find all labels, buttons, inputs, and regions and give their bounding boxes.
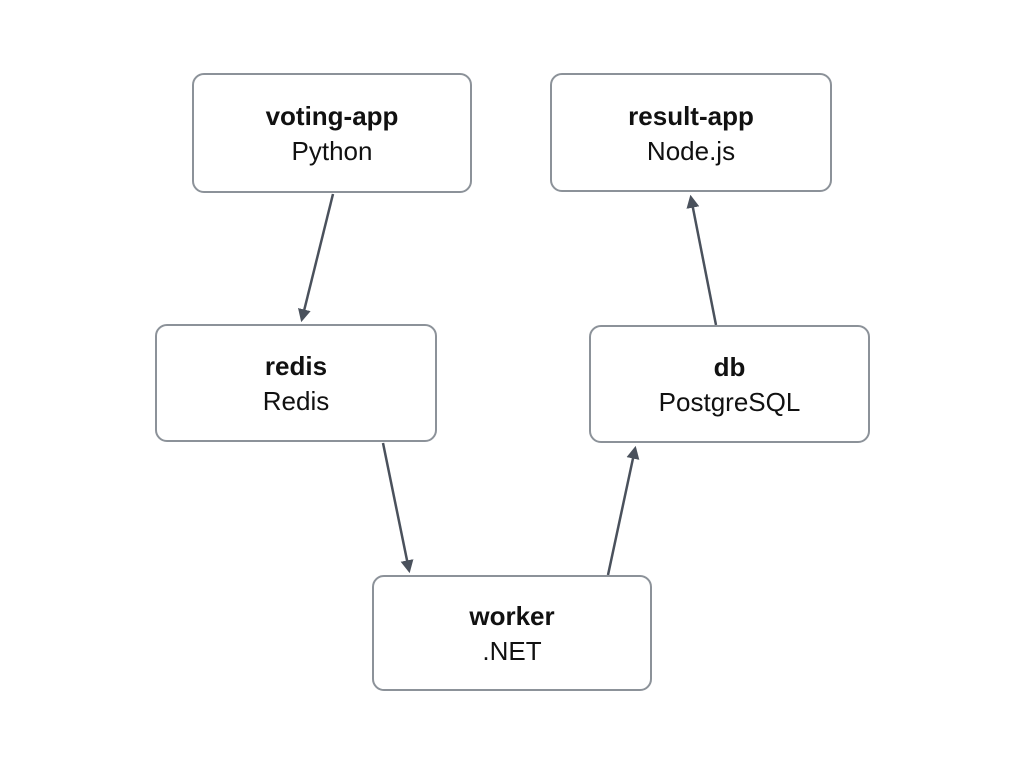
edge-redis-to-worker [381, 442, 414, 574]
edge-voting-app-to-redis [298, 193, 335, 323]
node-redis-name: redis [264, 351, 328, 381]
node-worker-name: worker [469, 601, 555, 631]
node-worker-tech: .NET [482, 636, 542, 666]
node-result-app-tech: Node.js [646, 135, 736, 166]
node-db-tech: PostgreSQL [658, 387, 801, 417]
node-result-app-name: result-app [628, 100, 754, 131]
node-db: db PostgreSQL [589, 325, 870, 443]
edge-db-to-result-app [686, 194, 718, 326]
node-voting-app-name: voting-app [265, 101, 399, 131]
node-db-name: db [713, 352, 746, 382]
node-worker: worker .NET [372, 575, 652, 691]
node-redis-tech: Redis [262, 386, 330, 416]
node-redis: redis Redis [155, 324, 437, 442]
node-voting-app-tech: Python [291, 136, 373, 166]
edge-worker-to-db [606, 445, 640, 576]
node-result-app: result-app Node.js [550, 73, 832, 192]
node-voting-app: voting-app Python [192, 73, 472, 193]
